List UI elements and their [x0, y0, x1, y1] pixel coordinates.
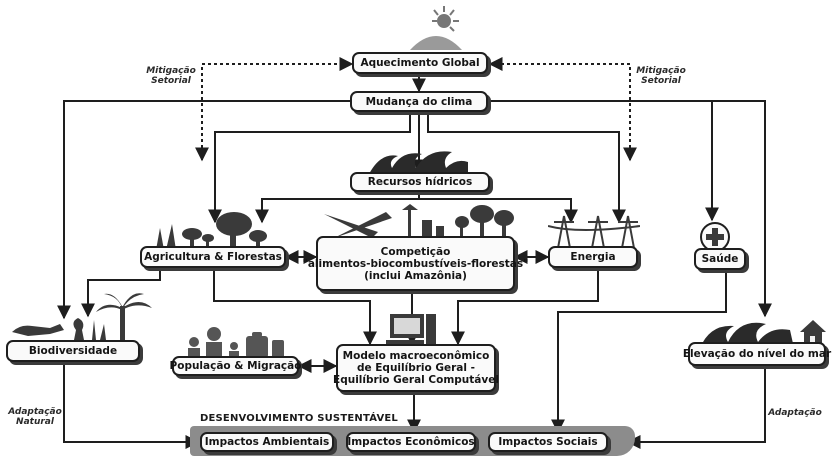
climate-change-node: Mudança do clima: [350, 91, 488, 112]
model-line-2: de Equilíbrio Geral -: [356, 362, 476, 374]
health-node: Saúde: [694, 248, 746, 270]
sea-wave-icon: [700, 320, 826, 348]
population-migration-node: População & Migração: [170, 356, 301, 376]
mitigation-right-line: [488, 57, 637, 162]
water-to-energia-line: [419, 198, 578, 224]
computer-icon: [386, 314, 436, 346]
biodiversity-node: Biodiversidade: [6, 340, 140, 362]
competition-node: Competição "alimentos-biocombustíveis-fl…: [302, 236, 529, 291]
energy-node: Energia: [548, 246, 638, 268]
adaptation-label: Adaptação: [768, 408, 822, 418]
climate-left-line: [57, 100, 350, 320]
climate-right-line: [488, 100, 772, 318]
sustainable-development-title: DESENVOLVIMENTO SUSTENTÁVEL: [200, 413, 399, 424]
competition-line-2: "alimentos-biocombustíveis-florestas": [302, 257, 529, 270]
saude-to-social-line: [551, 270, 727, 434]
mitigation-left-line: [195, 57, 354, 162]
competition-line-1: Competição: [380, 245, 451, 258]
water-resources-node: Recursos hídricos: [350, 172, 490, 192]
global-warming-node: Aquecimento Global: [352, 52, 488, 74]
sea-level-rise-node: Elevação do nível do mar: [683, 342, 831, 366]
environmental-impacts-box: Impactos Ambientais: [200, 432, 334, 452]
people-icon: [188, 327, 284, 358]
competition-icon: [324, 204, 514, 238]
model-line-1: Modelo macroeconômico: [342, 350, 490, 362]
water-to-agri-line: [255, 192, 420, 224]
sun-icon: [410, 6, 462, 50]
climate-to-agri-line: [208, 112, 411, 224]
climate-to-energia-line: [427, 112, 626, 224]
economic-impacts-box: Impactos Econômicos: [346, 432, 476, 452]
energia-to-model-line: [451, 268, 599, 346]
power-line-icon: [548, 215, 640, 248]
waves-icon: [368, 151, 468, 176]
wildlife-icon: [12, 293, 152, 340]
sea-to-social-line: [626, 366, 766, 449]
bio-to-env-line: [63, 362, 200, 449]
agri-to-bio-line: [81, 268, 161, 318]
competition-line-3: (inclui Amazônia): [364, 269, 467, 282]
macroeconomic-model-node: Modelo macroeconômico de Equilíbrio Gera…: [333, 344, 499, 392]
model-line-3: Equilíbrio Geral Computável: [333, 374, 499, 386]
agriculture-icon: [156, 212, 267, 250]
agriculture-forests-node: Agricultura & Florestas: [140, 246, 286, 268]
agri-to-model-line: [213, 268, 377, 346]
social-impacts-box: Impactos Sociais: [488, 432, 608, 452]
